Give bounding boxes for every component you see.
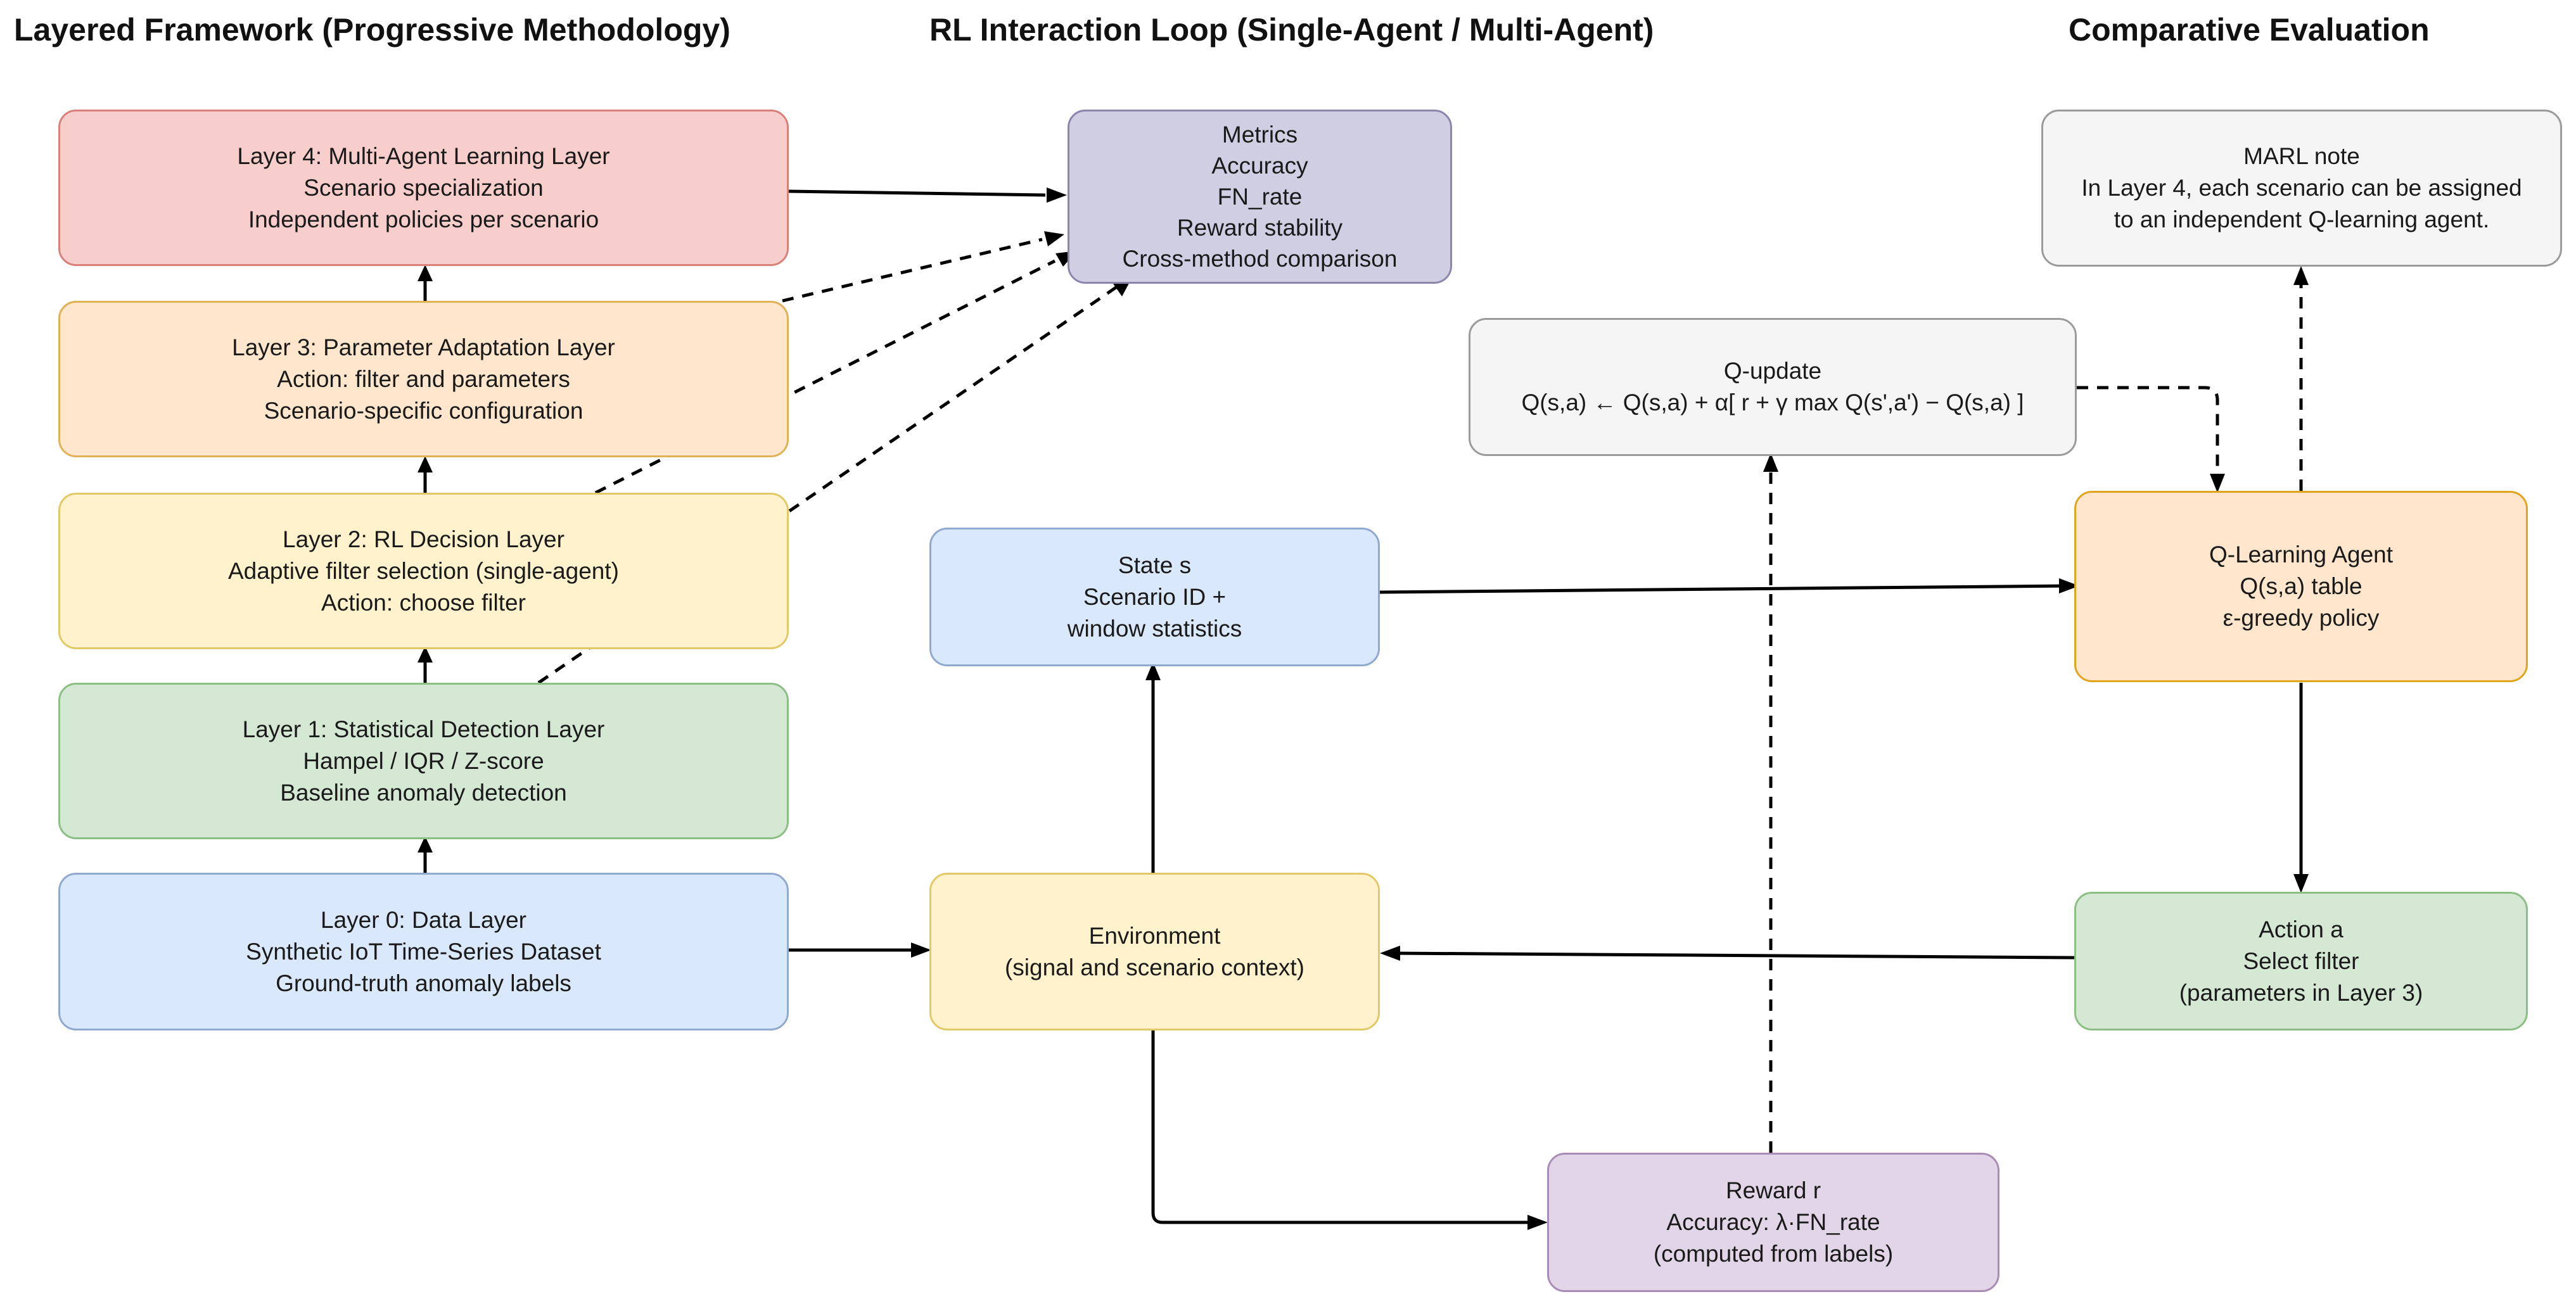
layer-4-line-3: Independent policies per scenario xyxy=(248,206,599,232)
environment-line-2: (signal and scenario context) xyxy=(1004,954,1305,980)
arrowhead-agent-from-qupdate xyxy=(2210,474,2225,493)
reward-line-2: Accuracy: λ·FN_rate xyxy=(1666,1209,1880,1235)
agent-line-3: ε-greedy policy xyxy=(2222,605,2380,631)
arrow-action-to-environment xyxy=(1393,951,2075,960)
q-update-box: Q-update Q(s,a) ← Q(s,a) + α[ r + γ max … xyxy=(1469,318,2077,456)
metrics-title: Metrics xyxy=(1221,122,1298,148)
layer-2-line-3: Action: choose filter xyxy=(321,589,526,616)
action-line-3: (parameters in Layer 3) xyxy=(2179,979,2423,1006)
agent-line-2: Q(s,a) table xyxy=(2240,573,2362,599)
marl-note-box: MARL note In Layer 4, each scenario can … xyxy=(2041,110,2562,267)
marl-note-line-2: In Layer 4, each scenario can be assigne… xyxy=(2081,175,2522,201)
heading-comparative-evaluation: Comparative Evaluation xyxy=(2069,12,2430,48)
q-learning-agent-box: Q-Learning Agent Q(s,a) table ε-greedy p… xyxy=(2074,491,2528,682)
arrowhead-agent-in xyxy=(2059,578,2079,593)
arrowhead-metrics-dash3 xyxy=(1044,231,1064,246)
state-box: State s Scenario ID + window statistics xyxy=(929,528,1380,666)
layer-3-title: Layer 3: Parameter Adaptation Layer xyxy=(232,334,615,360)
layer-3-line-2: Action: filter and parameters xyxy=(277,365,570,392)
layer-4-line-2: Scenario specialization xyxy=(303,174,544,201)
reward-title: Reward r xyxy=(1725,1177,1821,1203)
layer-0-box: Layer 0: Data Layer Synthetic IoT Time-S… xyxy=(58,873,789,1030)
arrowhead-action-in xyxy=(2293,874,2309,893)
q-update-title: Q-update xyxy=(1723,358,1822,384)
layer-0-line-2: Synthetic IoT Time-Series Dataset xyxy=(246,938,601,965)
state-line-2: Scenario ID + xyxy=(1083,583,1227,610)
layer-1-line-2: Hampel / IQR / Z-score xyxy=(303,747,544,774)
layer-0-title: Layer 0: Data Layer xyxy=(321,906,526,933)
dashed-layer3-to-metrics xyxy=(782,238,1043,303)
metrics-box: Metrics Accuracy FN_rate Reward stabilit… xyxy=(1068,110,1452,284)
reward-line-3: (computed from labels) xyxy=(1653,1241,1894,1267)
dashed-layer1-to-metrics xyxy=(537,282,1123,685)
arrowhead-environment-from-action xyxy=(1380,946,1400,961)
agent-title: Q-Learning Agent xyxy=(2209,542,2394,567)
arrow-state-to-agent xyxy=(1379,584,2069,594)
layer-4-title: Layer 4: Multi-Agent Learning Layer xyxy=(237,143,610,169)
dashed-qupdate-to-agent xyxy=(2077,386,2219,481)
metrics-accuracy: Accuracy xyxy=(1211,153,1308,179)
state-title: State s xyxy=(1118,552,1192,578)
marl-note-line-3: to an independent Q-learning agent. xyxy=(2114,206,2490,232)
heading-layered-framework: Layered Framework (Progressive Methodolo… xyxy=(14,12,730,48)
layer-1-line-3: Baseline anomaly detection xyxy=(280,779,567,806)
layer-2-title: Layer 2: RL Decision Layer xyxy=(283,526,564,552)
arrow-layer4-to-metrics xyxy=(788,189,1046,197)
layer-0-line-3: Ground-truth anomaly labels xyxy=(276,970,571,996)
action-box: Action a Select filter (parameters in La… xyxy=(2074,892,2528,1030)
heading-rl-loop: RL Interaction Loop (Single-Agent / Mult… xyxy=(929,12,1654,48)
layer-2-line-2: Adaptive filter selection (single-agent) xyxy=(228,557,619,584)
metrics-reward-stability: Reward stability xyxy=(1176,215,1343,241)
arrowhead-metrics-solid xyxy=(1047,187,1067,203)
layer-3-box: Layer 3: Parameter Adaptation Layer Acti… xyxy=(58,301,789,457)
arrowhead-state-in xyxy=(1145,662,1161,680)
metrics-cross-method: Cross-method comparison xyxy=(1122,246,1398,272)
arrowhead-layer3 xyxy=(418,456,433,472)
arrowhead-layer1 xyxy=(418,836,433,853)
arrowhead-environment-in xyxy=(911,942,931,958)
arrow-environment-to-reward xyxy=(1151,1030,1536,1224)
q-update-formula: Q(s,a) ← Q(s,a) + α[ r + γ max Q(s',a') … xyxy=(1521,390,2024,415)
environment-title: Environment xyxy=(1088,922,1221,949)
layer-3-line-3: Scenario-specific configuration xyxy=(264,397,583,424)
action-title: Action a xyxy=(2259,916,2343,942)
arrowhead-layer2 xyxy=(418,646,433,663)
marl-note-title: MARL note xyxy=(2243,143,2360,169)
environment-box: Environment (signal and scenario context… xyxy=(929,873,1380,1030)
arrowhead-qupdate-in xyxy=(1763,453,1778,472)
layer-4-box: Layer 4: Multi-Agent Learning Layer Scen… xyxy=(58,110,789,266)
layer-2-box: Layer 2: RL Decision Layer Adaptive filt… xyxy=(58,493,789,649)
metrics-fn-rate: FN_rate xyxy=(1217,184,1303,210)
arrowhead-reward-in xyxy=(1527,1215,1548,1230)
action-line-2: Select filter xyxy=(2243,948,2359,974)
arrowhead-marl-in xyxy=(2293,266,2309,285)
reward-box: Reward r Accuracy: λ·FN_rate (computed f… xyxy=(1547,1153,1999,1292)
arrowhead-layer4 xyxy=(418,265,433,281)
layer-1-title: Layer 1: Statistical Detection Layer xyxy=(242,716,605,742)
state-line-3: window statistics xyxy=(1067,615,1242,642)
layer-1-box: Layer 1: Statistical Detection Layer Ham… xyxy=(58,683,789,839)
